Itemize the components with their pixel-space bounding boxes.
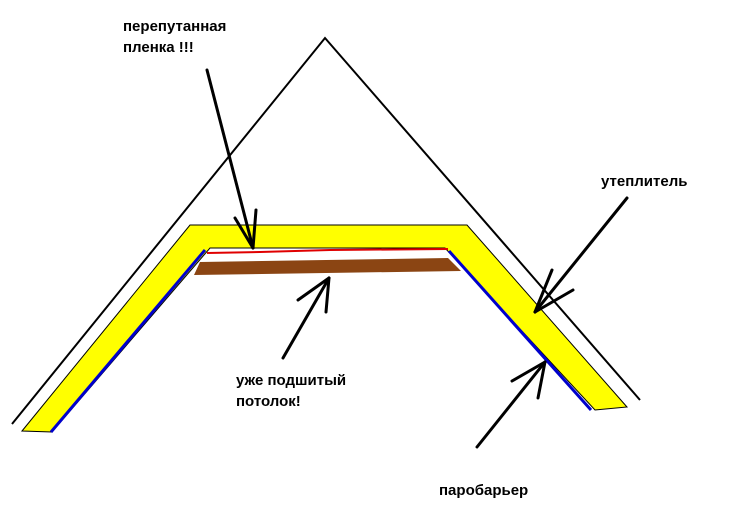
- ceiling-label-line-1: уже подшитый: [236, 372, 347, 389]
- ceiling-label-line-2: потолок!: [236, 393, 301, 410]
- ceiling-label: уже подшитый потолок!: [236, 370, 346, 412]
- arrow-to-ceiling: [281, 276, 331, 360]
- insulation-label: утеплитель: [601, 171, 687, 192]
- vapor-barrier-label-line-1: паробарьер: [439, 482, 529, 499]
- arrow-to-insulation: [533, 196, 629, 314]
- tangled-film-label-line-1: перепутанная: [123, 18, 227, 35]
- ceiling-board: [194, 258, 461, 275]
- arrow-to-vapor-barrier: [475, 360, 547, 449]
- tangled-film-label: перепутанная пленка !!!: [123, 16, 226, 58]
- vapor-barrier-left: [49, 249, 207, 433]
- tangled-film-label-line-2: пленка !!!: [123, 39, 194, 56]
- vapor-barrier-label: паробарьер: [439, 480, 528, 501]
- roof-outline: [11, 36, 641, 425]
- arrow-to-film: [205, 68, 258, 250]
- insulation-label-line-1: утеплитель: [601, 173, 688, 190]
- tangled-film-line: [206, 248, 449, 254]
- vapor-barrier-right: [447, 250, 593, 411]
